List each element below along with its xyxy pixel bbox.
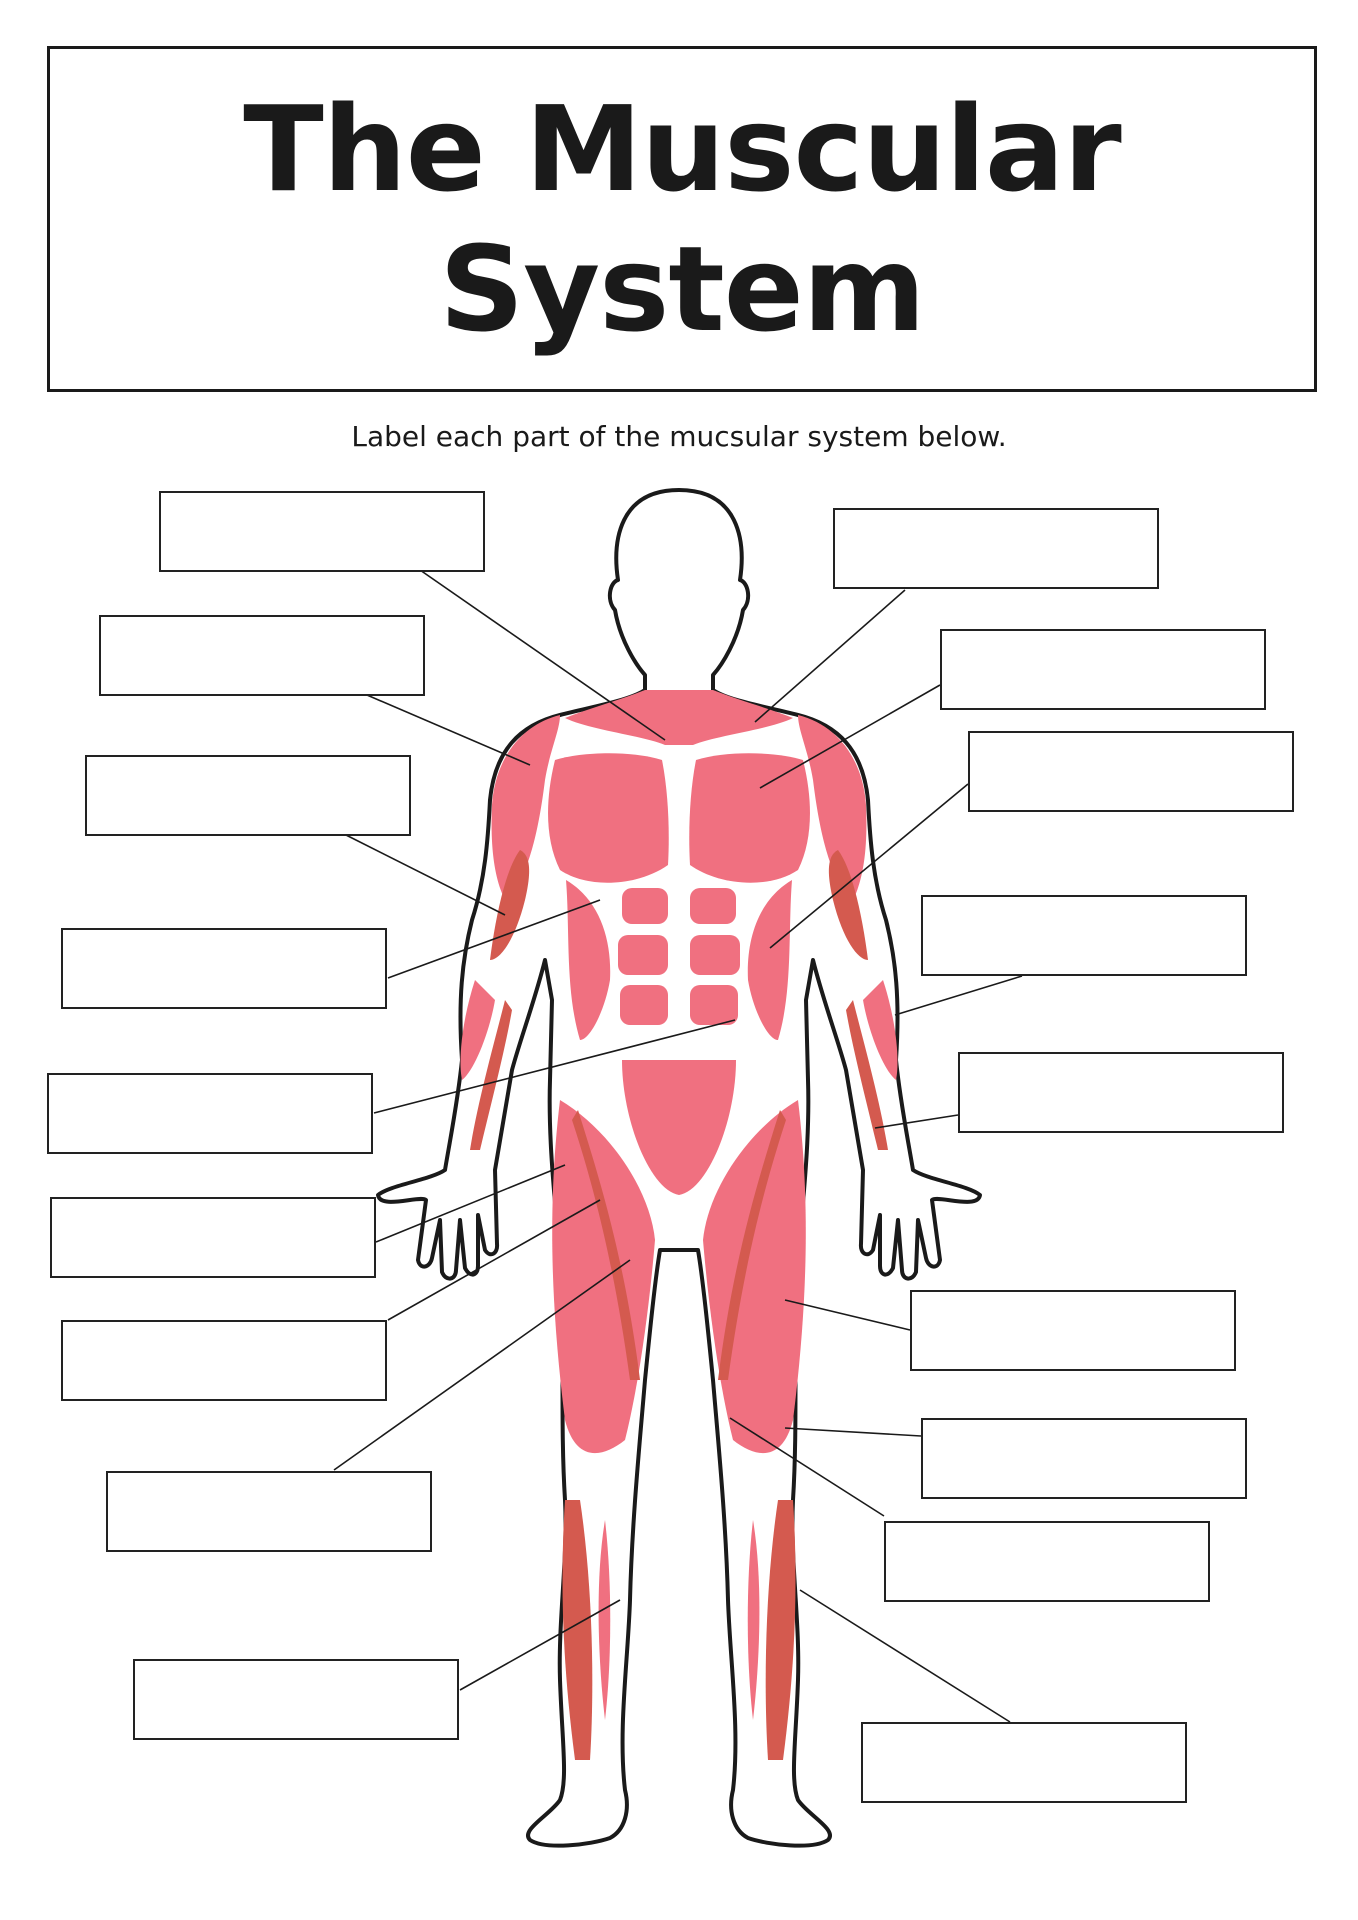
oblique-left (566, 880, 611, 1040)
label-box-right-2[interactable] (940, 629, 1266, 710)
biceps-right (828, 850, 868, 960)
leader-line (387, 899, 601, 979)
leader-line (345, 834, 506, 916)
label-box-left-3[interactable] (85, 755, 411, 836)
leader-line (784, 1427, 922, 1437)
label-box-right-7[interactable] (921, 1418, 1247, 1499)
label-box-right-4[interactable] (921, 895, 1247, 976)
abs-2-right (690, 935, 740, 975)
page-title: The Muscular System (243, 79, 1121, 359)
label-box-left-1[interactable] (159, 491, 485, 572)
muscles (460, 690, 898, 1760)
leader-line (729, 1417, 885, 1517)
label-box-left-6[interactable] (50, 1197, 376, 1278)
calf-right (747, 1520, 760, 1720)
biceps-left (490, 850, 530, 960)
leader-line (333, 1259, 631, 1471)
label-box-right-6[interactable] (910, 1290, 1236, 1371)
abs-1-left (622, 888, 668, 924)
leader-line (799, 1589, 1011, 1723)
title-line-1: The Muscular (243, 80, 1121, 218)
forearm-dark-left (470, 1000, 512, 1150)
leader-line (459, 1599, 621, 1691)
title-box: The Muscular System (47, 46, 1317, 392)
forearm-dark-right (846, 1000, 888, 1150)
leader-line (769, 783, 969, 949)
leader-line (874, 1114, 959, 1129)
leader-line (387, 1199, 601, 1321)
leader-line (759, 684, 941, 789)
abs-2-left (618, 935, 668, 975)
label-box-right-8[interactable] (884, 1521, 1210, 1602)
label-box-left-5[interactable] (47, 1073, 373, 1154)
label-box-right-1[interactable] (833, 508, 1159, 589)
sartorius-right (718, 1110, 786, 1380)
shin-left (562, 1500, 593, 1760)
label-box-right-9[interactable] (861, 1722, 1187, 1803)
leader-line (784, 1299, 911, 1331)
instruction-text: Label each part of the mucsular system b… (351, 420, 1007, 453)
deltoid-right (798, 715, 867, 900)
leader-lines (333, 569, 1023, 1723)
trapezius (565, 690, 793, 745)
pectoral-left (548, 753, 669, 883)
leader-line (754, 589, 906, 723)
abs-3-left (620, 985, 668, 1025)
label-box-left-2[interactable] (99, 615, 425, 696)
title-line-2: System (439, 220, 926, 358)
leader-line (375, 1164, 566, 1243)
shin-right (765, 1500, 796, 1760)
leader-line (373, 1019, 736, 1114)
forearm-left (460, 980, 495, 1080)
lower-abdomen (622, 1060, 736, 1195)
forearm-right (863, 980, 898, 1080)
label-box-left-9[interactable] (133, 1659, 459, 1740)
pectoral-right (689, 753, 810, 883)
label-box-left-7[interactable] (61, 1320, 387, 1401)
leader-line (359, 691, 531, 766)
calf-left (598, 1520, 611, 1720)
label-box-left-8[interactable] (106, 1471, 432, 1552)
leader-line (894, 975, 1023, 1016)
sartorius-left (572, 1110, 640, 1380)
label-box-right-3[interactable] (968, 731, 1294, 812)
label-box-left-4[interactable] (61, 928, 387, 1009)
oblique-right (747, 880, 792, 1040)
abs-3-right (690, 985, 738, 1025)
abs-1-right (690, 888, 736, 924)
label-box-right-5[interactable] (958, 1052, 1284, 1133)
deltoid-left (491, 715, 560, 900)
leader-line (419, 569, 666, 741)
